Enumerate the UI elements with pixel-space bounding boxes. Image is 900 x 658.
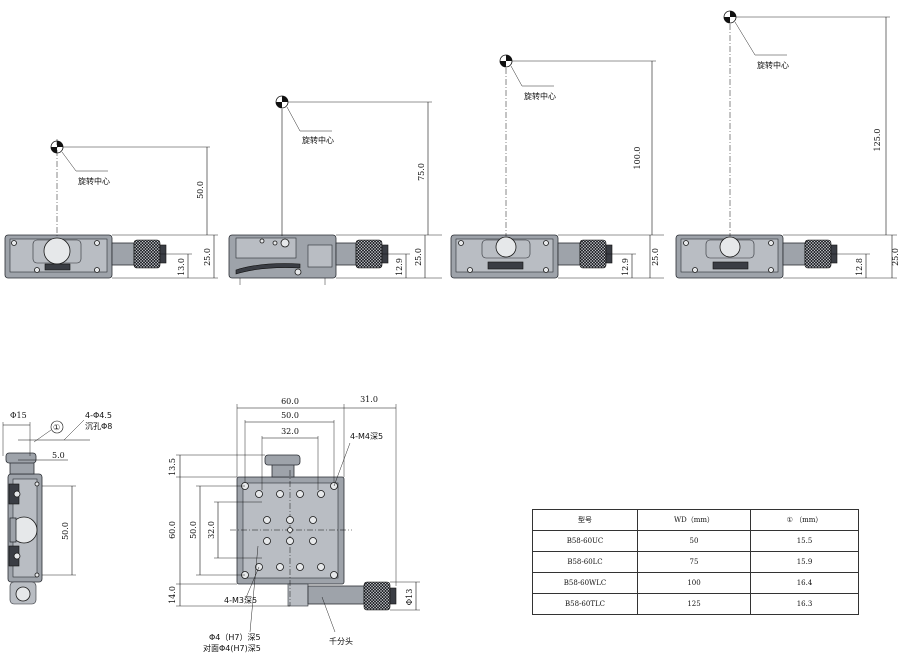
rotation-center-label: 旋转中心 bbox=[302, 135, 334, 145]
dim-50: 50.0 bbox=[61, 522, 70, 540]
left-end-view: Φ15 ① 4-Φ4.5 沉孔Φ8 5.0 50.0 bbox=[2, 411, 112, 605]
note-phi4-2: 对面Φ4(H7)深5 bbox=[203, 643, 261, 653]
rotation-center-label: 旋转中心 bbox=[78, 176, 110, 186]
table-row: B58-60TLC 125 16.3 bbox=[532, 593, 859, 615]
dim-wd: 125.0 bbox=[873, 129, 882, 152]
callout-1: ① bbox=[50, 420, 64, 434]
cell-model: B58-60LC bbox=[532, 551, 638, 573]
table-header-row: 型号 WD（mm） ① （mm） bbox=[532, 509, 859, 531]
cell-value: 16.4 bbox=[750, 572, 859, 594]
rotation-center-symbol bbox=[723, 10, 737, 24]
header-callout: ① （mm） bbox=[750, 509, 859, 531]
dim-wd: 50.0 bbox=[196, 181, 205, 199]
top-view: 60.0 31.0 50.0 32.0 13.5 60.0 14.0 50.0 … bbox=[168, 395, 420, 653]
note-m3: 4-M3深5 bbox=[224, 596, 257, 605]
dim-height: 25.0 bbox=[891, 248, 900, 266]
stage-body bbox=[228, 234, 389, 285]
note-phi4-1: Φ4（H7）深5 bbox=[209, 633, 261, 642]
stage-body bbox=[450, 234, 613, 279]
table-row: B58-60WLC 100 16.4 bbox=[532, 572, 859, 594]
cell-value: 15.9 bbox=[750, 551, 859, 573]
note-m4: 4-M4深5 bbox=[350, 432, 383, 441]
cell-wd: 100 bbox=[637, 572, 751, 594]
cell-model: B58-60TLC bbox=[532, 593, 638, 615]
header-model: 型号 bbox=[532, 509, 638, 531]
dim-offset: 12.9 bbox=[395, 258, 404, 276]
dim-32-left: 32.0 bbox=[207, 521, 216, 539]
dim-5: 5.0 bbox=[52, 451, 65, 460]
dim-14: 14.0 bbox=[168, 586, 177, 604]
dim-offset: 13.0 bbox=[177, 258, 186, 276]
dim-offset: 12.9 bbox=[621, 258, 630, 276]
cell-model: B58-60UC bbox=[532, 530, 638, 552]
hole-note-2: 沉孔Φ8 bbox=[85, 422, 112, 431]
svg-text:①: ① bbox=[53, 423, 60, 432]
dim-32-top: 32.0 bbox=[281, 427, 299, 436]
spec-table: 型号 WD（mm） ① （mm） B58-60UC 50 15.5 B58-60… bbox=[532, 509, 859, 615]
cell-model: B58-60WLC bbox=[532, 572, 638, 594]
cell-wd: 125 bbox=[637, 593, 751, 615]
dim-height: 25.0 bbox=[203, 248, 212, 266]
stage-body bbox=[4, 234, 167, 279]
cell-value: 16.3 bbox=[750, 593, 859, 615]
mounting-holes bbox=[241, 482, 338, 579]
stage-body bbox=[675, 234, 838, 279]
rotation-center-symbol bbox=[275, 95, 289, 109]
cell-wd: 75 bbox=[637, 551, 751, 573]
dim-phi13: Φ13 bbox=[405, 589, 414, 606]
side-view-1: 旋转中心 50.0 25.0 13.0 bbox=[4, 139, 218, 279]
hole-note-1: 4-Φ4.5 bbox=[85, 411, 112, 420]
side-view-2: 旋转中心 75.0 25.0 12.9 bbox=[228, 95, 442, 285]
header-wd: WD（mm） bbox=[637, 509, 751, 531]
rotation-center-label: 旋转中心 bbox=[757, 60, 789, 70]
dim-31: 31.0 bbox=[360, 395, 378, 404]
side-view-4: 旋转中心 125.0 25.0 12.8 bbox=[675, 10, 900, 279]
dim-50-left: 50.0 bbox=[189, 521, 198, 539]
dim-60-left: 60.0 bbox=[168, 521, 177, 539]
stage-body bbox=[230, 454, 397, 611]
dim-height: 25.0 bbox=[414, 248, 423, 266]
table-row: B58-60LC 75 15.9 bbox=[532, 551, 859, 573]
dim-height: 25.0 bbox=[651, 248, 660, 266]
dim-50-top: 50.0 bbox=[281, 411, 299, 420]
dim-offset: 12.8 bbox=[855, 258, 864, 276]
rotation-center-label: 旋转中心 bbox=[524, 91, 556, 101]
cell-wd: 50 bbox=[637, 530, 751, 552]
cell-value: 15.5 bbox=[750, 530, 859, 552]
dim-wd: 75.0 bbox=[417, 163, 426, 181]
table-row: B58-60UC 50 15.5 bbox=[532, 530, 859, 552]
note-micrometer: 千分头 bbox=[329, 636, 353, 646]
dim-wd: 100.0 bbox=[633, 147, 642, 170]
side-view-3: 旋转中心 100.0 25.0 12.9 bbox=[450, 54, 664, 279]
rotation-center-symbol bbox=[499, 54, 513, 68]
dim-13-5: 13.5 bbox=[168, 458, 177, 476]
dim-phi15: Φ15 bbox=[10, 411, 27, 420]
dim-60-top: 60.0 bbox=[281, 397, 299, 406]
